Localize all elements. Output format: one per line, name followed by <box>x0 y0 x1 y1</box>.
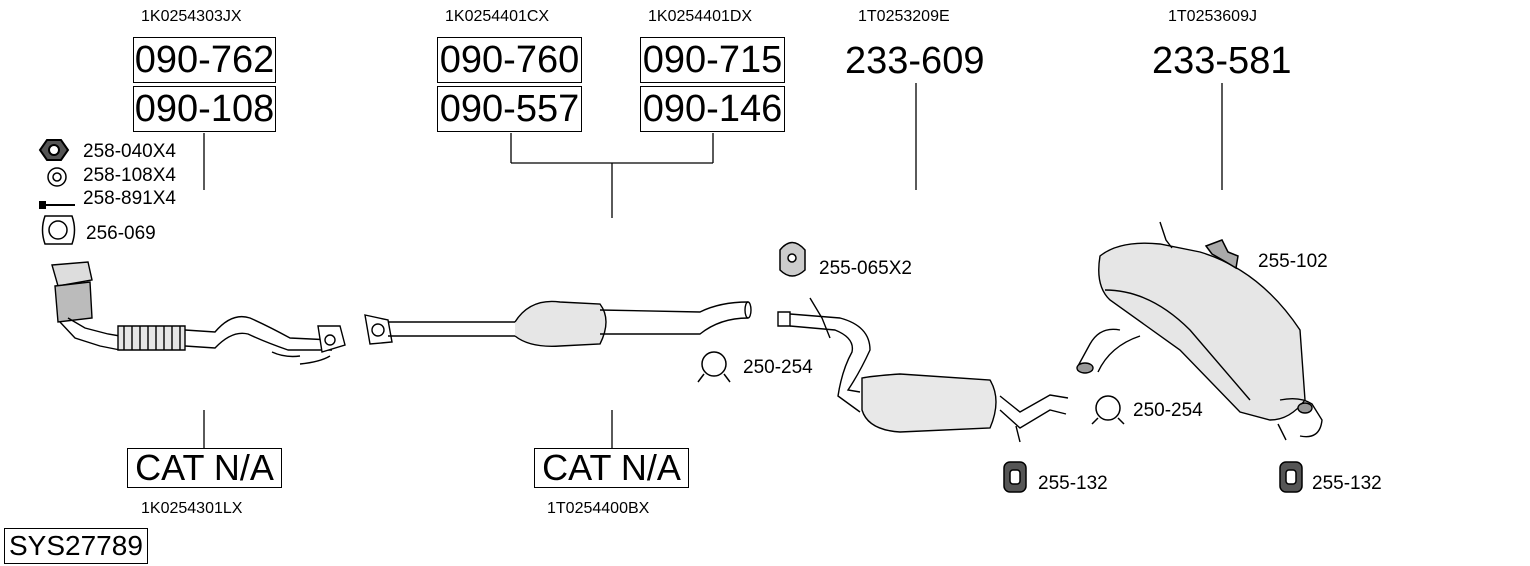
system-id-badge: SYS27789 <box>4 528 148 564</box>
rubber-mount-icon <box>1279 461 1303 493</box>
nut-icon <box>38 139 70 161</box>
front-pipe-drawing <box>51 261 346 365</box>
bracket-icon <box>1204 239 1239 270</box>
middle-silencer-drawing <box>777 297 1069 443</box>
ref-label: 1K0254303JX <box>141 8 242 25</box>
washer-icon <box>47 167 67 187</box>
part-number-box[interactable]: 090-108 <box>133 86 276 132</box>
ref-label: 1T0253609J <box>1168 8 1257 25</box>
gasket-icon <box>41 215 76 245</box>
clamp-part-label[interactable]: 250-254 <box>1133 400 1203 421</box>
part-number-box[interactable]: 090-715 <box>640 37 785 83</box>
part-number-box[interactable]: 090-146 <box>640 86 785 132</box>
bolt-part-label[interactable]: 258-891X4 <box>83 188 176 209</box>
middle-silencer-part-number[interactable]: 233-609 <box>845 40 985 82</box>
nut-part-label[interactable]: 258-040X4 <box>83 141 176 162</box>
clamp-part-label[interactable]: 250-254 <box>743 357 813 378</box>
ref-label: 1K0254401DX <box>648 8 753 25</box>
rear-silencer-part-number[interactable]: 233-581 <box>1152 40 1292 82</box>
hanger-ring-icon <box>779 241 806 277</box>
clamp-icon <box>697 351 731 383</box>
ref-label: 1K0254301LX <box>141 500 243 517</box>
rear-silencer-drawing <box>1076 221 1323 441</box>
gasket-part-label[interactable]: 256-069 <box>86 223 156 244</box>
hanger-ring-part-label[interactable]: 255-065X2 <box>819 258 912 279</box>
bolt-icon <box>39 201 75 209</box>
part-number-box[interactable]: 090-557 <box>437 86 582 132</box>
clamp-icon <box>1091 395 1125 425</box>
cat-na-box[interactable]: CAT N/A <box>534 448 689 488</box>
rubber-mount-icon <box>1003 461 1027 493</box>
rubber-mount-part-label[interactable]: 255-132 <box>1312 473 1382 494</box>
cat-na-box[interactable]: CAT N/A <box>127 448 282 488</box>
ref-label: 1T0254400BX <box>547 500 650 517</box>
washer-part-label[interactable]: 258-108X4 <box>83 165 176 186</box>
part-number-box[interactable]: 090-762 <box>133 37 276 83</box>
part-number-box[interactable]: 090-760 <box>437 37 582 83</box>
ref-label: 1T0253209E <box>858 8 950 25</box>
center-pipe-drawing <box>364 300 752 347</box>
rubber-mount-part-label[interactable]: 255-132 <box>1038 473 1108 494</box>
ref-label: 1K0254401CX <box>445 8 550 25</box>
bracket-part-label[interactable]: 255-102 <box>1258 251 1328 272</box>
